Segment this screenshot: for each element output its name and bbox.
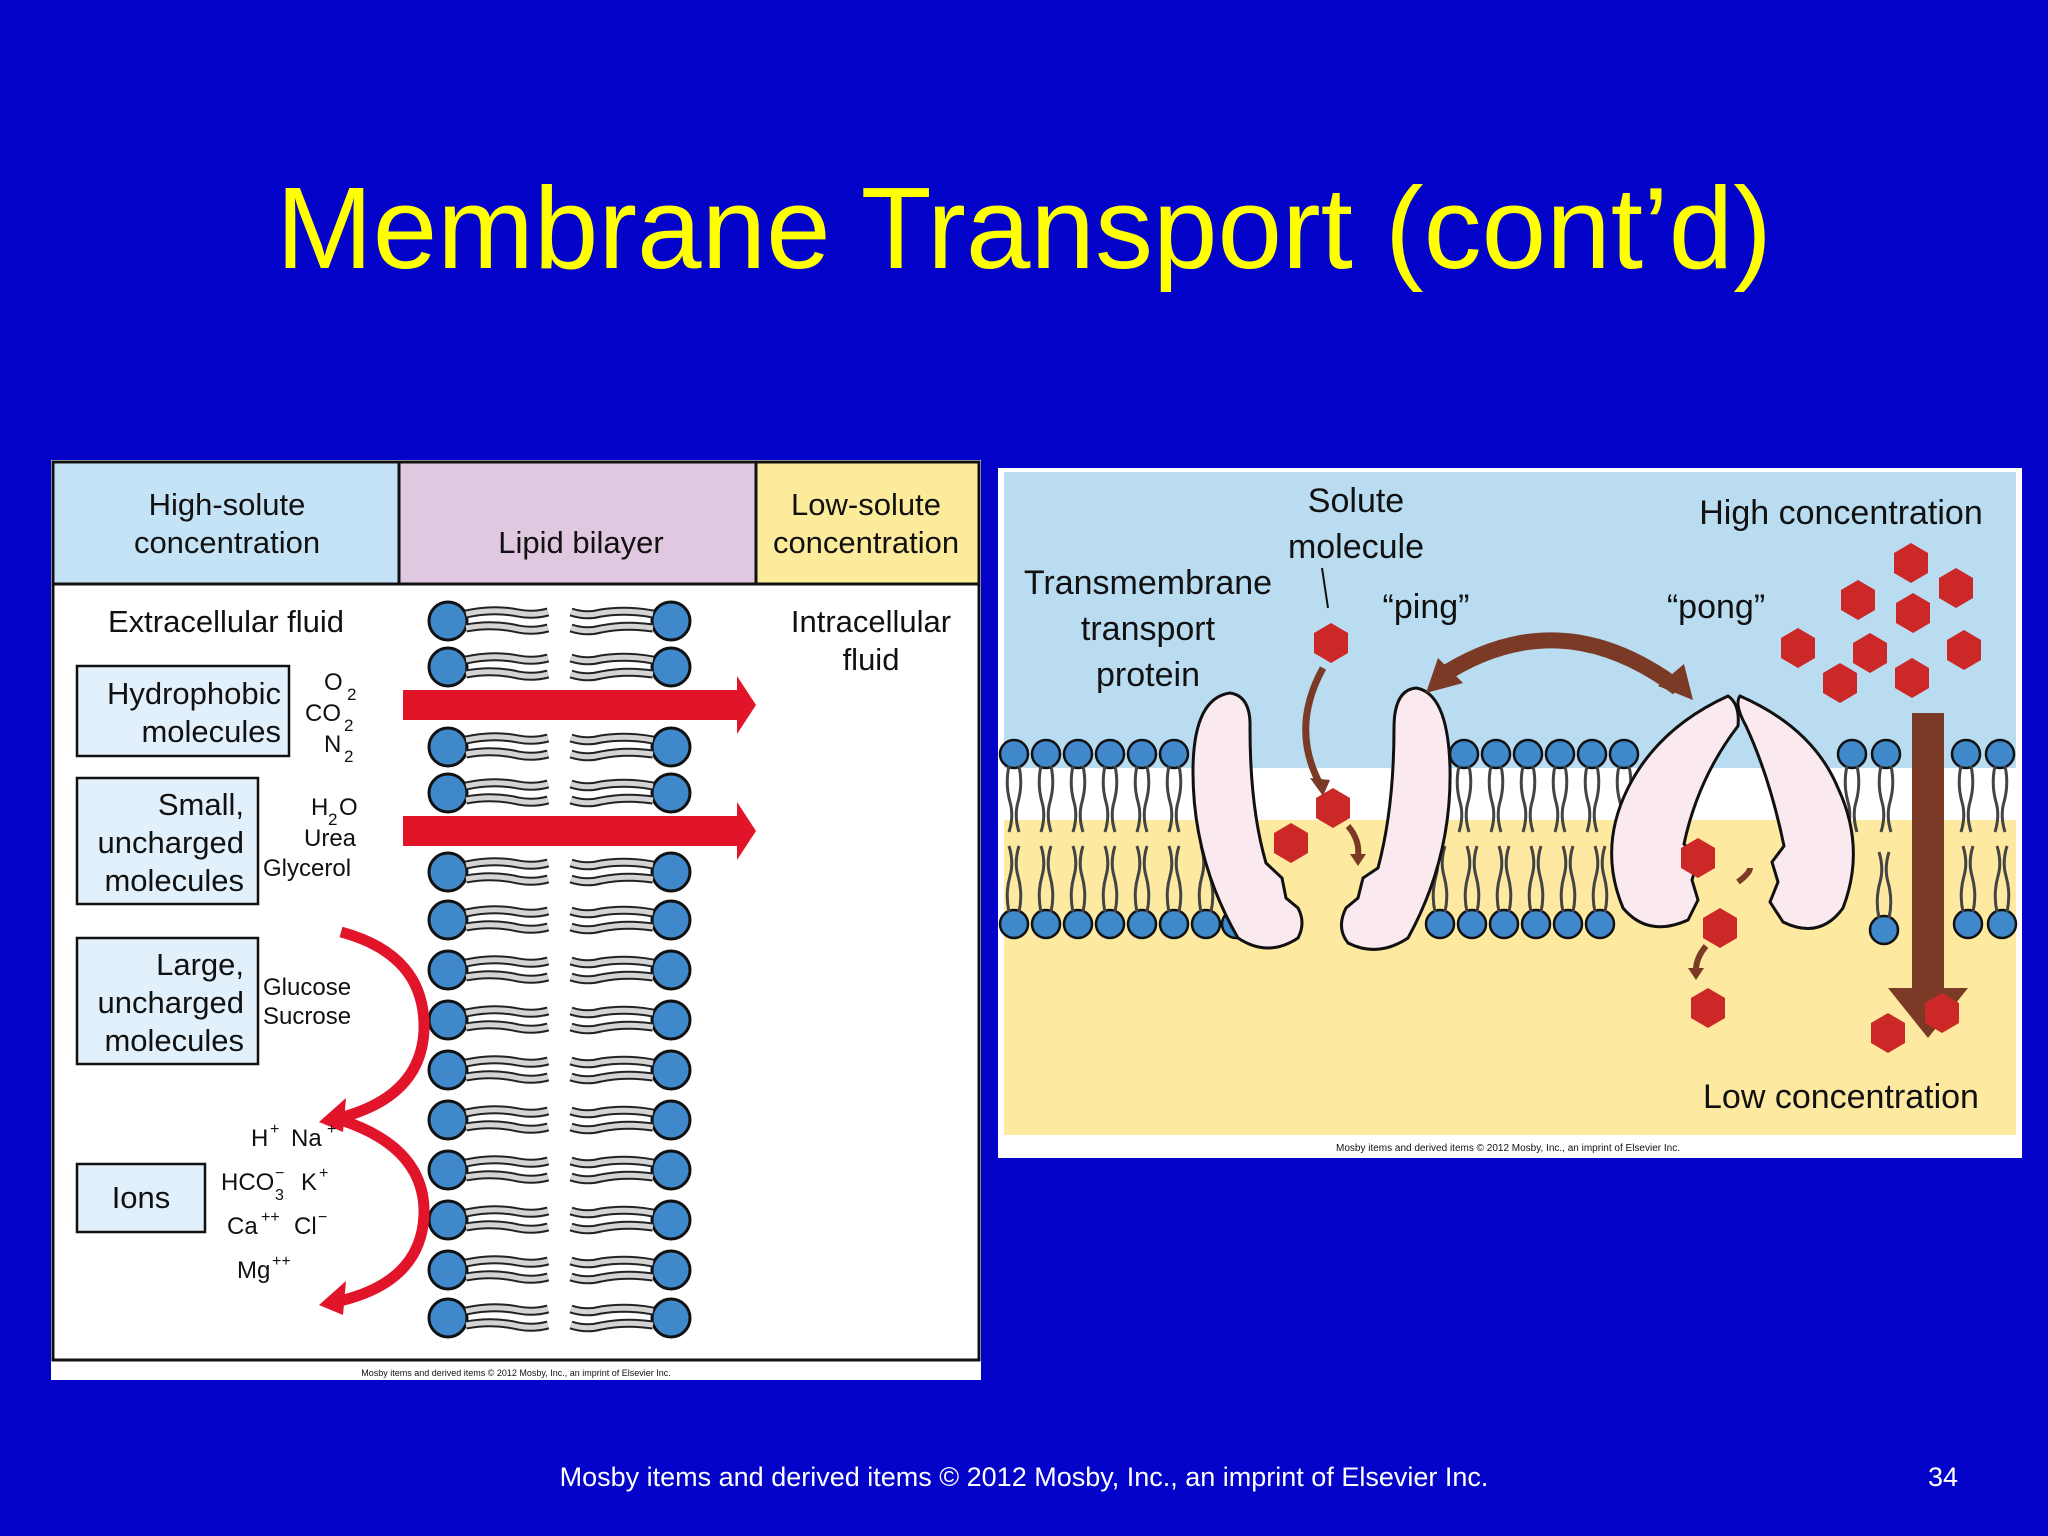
- transport-protein-diagram: Solute molecule Transmembrane transport …: [998, 468, 2022, 1158]
- high-solute-line2: concentration: [134, 525, 320, 560]
- large-uncharged-box: [75, 936, 260, 1066]
- concentration-gradient-arrow: [1912, 713, 1944, 993]
- lipid-bilayer-label: Lipid bilayer: [498, 525, 663, 560]
- ions-label: Ions: [112, 1180, 171, 1215]
- svg-text:CO: CO: [305, 700, 341, 727]
- svg-text:Glycerol: Glycerol: [263, 855, 351, 882]
- extracellular-region: [1004, 472, 2016, 768]
- small-line3: molecules: [104, 863, 244, 898]
- high-concentration-label: High concentration: [1699, 494, 1983, 532]
- hydrophobic-box: [75, 664, 291, 758]
- svg-text:Ca: Ca: [227, 1213, 258, 1240]
- svg-text:O: O: [339, 794, 358, 821]
- low-concentration-label: Low concentration: [1703, 1078, 1979, 1116]
- svg-text:+: +: [327, 1121, 336, 1138]
- svg-text:Na: Na: [291, 1125, 322, 1152]
- low-solute-line2: concentration: [773, 525, 959, 560]
- transmembrane-line2: transport: [1081, 610, 1216, 648]
- svg-text:2: 2: [344, 716, 353, 735]
- svg-text:+: +: [270, 1121, 279, 1138]
- small-molecule-arrow: [403, 802, 756, 860]
- ping-label: “ping”: [1383, 588, 1470, 626]
- svg-text:HCO: HCO: [221, 1169, 274, 1196]
- svg-text:Mg: Mg: [237, 1257, 270, 1284]
- small-line2: uncharged: [97, 825, 244, 860]
- svg-text:2: 2: [328, 810, 337, 829]
- svg-text:2: 2: [344, 747, 353, 766]
- svg-text:Cl: Cl: [294, 1213, 317, 1240]
- small-line1: Small,: [158, 787, 244, 822]
- high-solute-line1: High-solute: [149, 487, 306, 522]
- svg-text:K: K: [301, 1169, 317, 1196]
- large-molecule-blocked-arrow: [329, 926, 430, 1126]
- intracellular-line1: Intracellular: [791, 604, 951, 639]
- large-line2: uncharged: [97, 985, 244, 1020]
- svg-text:−: −: [318, 1209, 327, 1226]
- transport-protein-svg: Solute molecule Transmembrane transport …: [998, 468, 2022, 1158]
- ion-examples: H + Na + HCO 3 − K + Ca ++ Cl − Mg ++: [221, 1121, 336, 1284]
- transmembrane-line1: Transmembrane: [1024, 564, 1272, 602]
- solute-label-line2: molecule: [1288, 528, 1424, 566]
- permeability-svg: High-solute concentration Lipid bilayer …: [51, 460, 981, 1378]
- transport-protein-pong: [1610, 694, 1855, 930]
- low-solute-header: [754, 460, 981, 586]
- intracellular-line2: fluid: [843, 642, 900, 677]
- low-solute-line1: Low-solute: [791, 487, 941, 522]
- small-examples: H 2 O Urea Glycerol: [263, 794, 358, 882]
- hydrophobic-line1: Hydrophobic: [107, 676, 281, 711]
- svg-text:++: ++: [261, 1209, 280, 1226]
- large-line1: Large,: [156, 947, 244, 982]
- transport-protein-ping: [1191, 686, 1452, 951]
- small-uncharged-box: [75, 776, 260, 906]
- slide-footer: Mosby items and derived items © 2012 Mos…: [559, 1462, 1489, 1492]
- svg-text:H: H: [311, 794, 328, 821]
- slide-title: Membrane Transport (cont’d): [276, 163, 1772, 293]
- svg-text:++: ++: [272, 1253, 291, 1270]
- right-figure-copyright: Mosby items and derived items © 2012 Mos…: [1336, 1143, 1680, 1154]
- transmembrane-line3: protein: [1096, 656, 1200, 694]
- hydrophobic-line2: molecules: [141, 714, 281, 749]
- large-example-sucrose: Sucrose: [263, 1003, 351, 1030]
- solute-label-line1: Solute: [1308, 482, 1404, 520]
- high-solute-header: [51, 460, 401, 586]
- lipid-bilayer-header: [397, 460, 758, 586]
- svg-text:2: 2: [347, 685, 356, 704]
- left-figure-copyright: Mosby items and derived items © 2012 Mos…: [361, 1368, 671, 1378]
- pong-label: “pong”: [1667, 588, 1765, 626]
- svg-text:3: 3: [275, 1187, 284, 1204]
- svg-text:O: O: [324, 669, 343, 696]
- membrane-permeability-diagram: High-solute concentration Lipid bilayer …: [51, 460, 981, 1380]
- svg-text:Urea: Urea: [304, 825, 357, 852]
- hydrophobic-examples: O 2 CO 2 N 2: [305, 669, 356, 766]
- large-line3: molecules: [104, 1023, 244, 1058]
- ions-box: [75, 1162, 207, 1234]
- ion-blocked-arrow: [329, 1114, 430, 1309]
- svg-text:H: H: [251, 1125, 268, 1152]
- ping-pong-arrow: [1433, 632, 1683, 695]
- extracellular-label: Extracellular fluid: [108, 604, 344, 639]
- svg-text:N: N: [324, 731, 341, 758]
- svg-text:−: −: [275, 1165, 284, 1182]
- svg-text:+: +: [319, 1165, 328, 1182]
- page-number: 34: [1928, 1462, 1959, 1492]
- hydrophobic-arrow: [403, 676, 756, 734]
- large-example-glucose: Glucose: [263, 974, 351, 1001]
